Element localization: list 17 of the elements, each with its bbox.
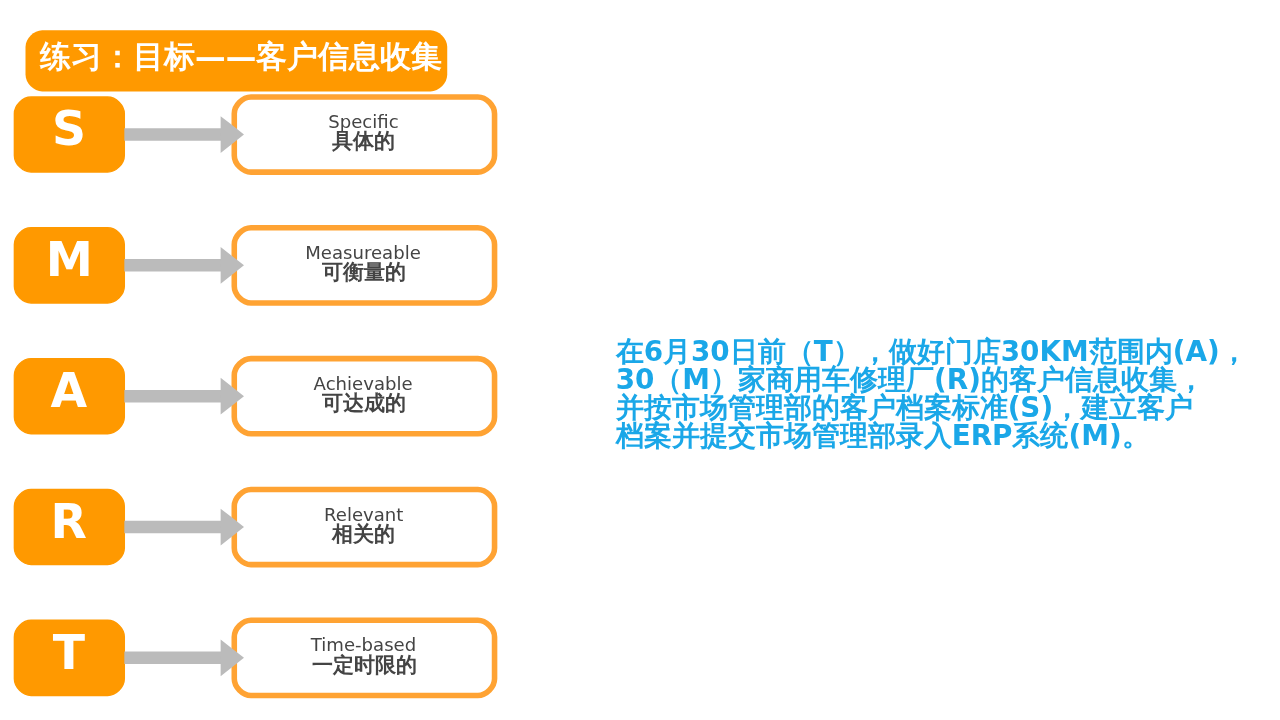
node-box: S: [13, 96, 125, 173]
node-box: T: [13, 619, 125, 697]
label: 在6月30日前（T），做好门店30KM范围内(A)，30（M）家商用车修理厂(R)的客户信息收集，并按市场管理部的客户档案标准(S)，建立客户档案并提交市场管理部录入ERP系统(M)。: [615, 335, 1248, 452]
node-box: Relevant 相关的: [231, 486, 498, 568]
arrow: [124, 246, 244, 284]
arrow: [124, 508, 244, 546]
node-box: Achievable 可达成的: [231, 355, 498, 437]
node-box: Measureable 可衡量的: [231, 225, 498, 306]
arrow: [124, 377, 244, 415]
node-box: Specific 具体的: [231, 94, 498, 175]
arrow: [124, 639, 244, 677]
diagram-title: 练习：目标——客户信息收集: [40, 39, 443, 75]
node-box: Time-based 一定时限的: [231, 617, 498, 699]
node-box: A: [13, 357, 125, 435]
node-box: R: [13, 488, 125, 566]
arrow: [124, 116, 244, 153]
node-box: M: [13, 227, 125, 304]
